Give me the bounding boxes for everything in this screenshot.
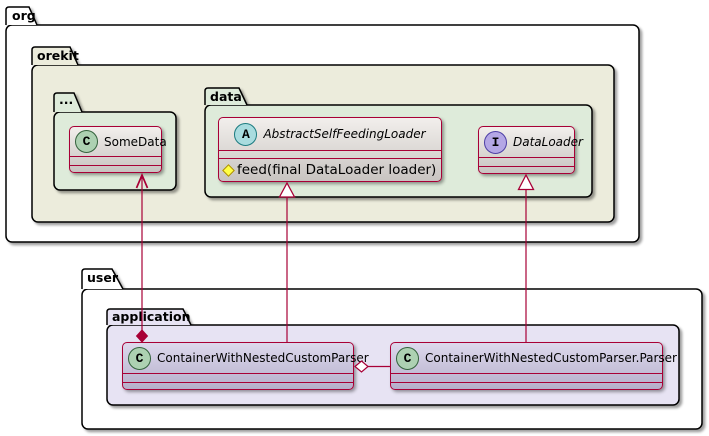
interface-dataloader: I DataLoader [478, 126, 583, 174]
abstract-spot-icon: A [234, 122, 258, 146]
package-tab-user [81, 268, 124, 290]
package-label-ellipsis: ... [59, 92, 74, 107]
methods-compartment [123, 382, 353, 389]
methods-compartment [479, 166, 574, 173]
class-abstractselffeedingloader: A AbstractSelfFeedingLoader feed(final D… [218, 117, 442, 182]
package-tab-org [5, 6, 38, 26]
method-feed: feed(final DataLoader loader) [219, 158, 441, 181]
package-tab-ellipsis [53, 92, 83, 113]
methods-compartment [391, 382, 662, 389]
package-tab-orekit [31, 46, 79, 66]
fields-compartment [479, 157, 574, 166]
fields-compartment [219, 150, 441, 158]
fields-compartment [123, 373, 353, 382]
class-container-title: C ContainerWithNestedCustomParser [123, 343, 369, 373]
fields-compartment [70, 156, 161, 165]
interface-spot-icon: I [484, 130, 507, 154]
package-label-user: user [87, 270, 118, 285]
class-name: DataLoader [513, 135, 583, 149]
class-spot-icon: C [128, 346, 151, 370]
class-somedata-title: C SomeData [70, 127, 167, 156]
methods-compartment [70, 165, 161, 172]
method-signature: feed(final DataLoader loader) [237, 162, 437, 178]
package-label-data: data [210, 89, 242, 104]
package-label-orekit: orekit [37, 48, 79, 63]
class-name: ContainerWithNestedCustomParser.Parser [425, 351, 677, 365]
class-containerwithnestedcustomparser: C ContainerWithNestedCustomParser [122, 342, 369, 390]
class-abstract-title: A AbstractSelfFeedingLoader [219, 118, 441, 150]
class-spot-icon: C [396, 346, 419, 370]
class-parser-title: C ContainerWithNestedCustomParser.Parser [391, 343, 677, 373]
fields-compartment [391, 373, 662, 382]
class-name: ContainerWithNestedCustomParser [157, 351, 369, 365]
class-somedata: C SomeData [69, 126, 167, 173]
class-name: SomeData [104, 134, 167, 149]
package-tab-data [204, 87, 248, 106]
class-containerwithnestedcustomparser-parser: C ContainerWithNestedCustomParser.Parser [390, 342, 677, 390]
class-spot-icon: C [75, 130, 98, 153]
package-tab-application [106, 308, 192, 326]
package-label-org: org [12, 8, 36, 23]
class-name: AbstractSelfFeedingLoader [263, 127, 426, 141]
interface-dataloader-title: I DataLoader [479, 127, 583, 157]
package-label-application: application [112, 309, 191, 324]
protected-visibility-icon [222, 163, 235, 177]
